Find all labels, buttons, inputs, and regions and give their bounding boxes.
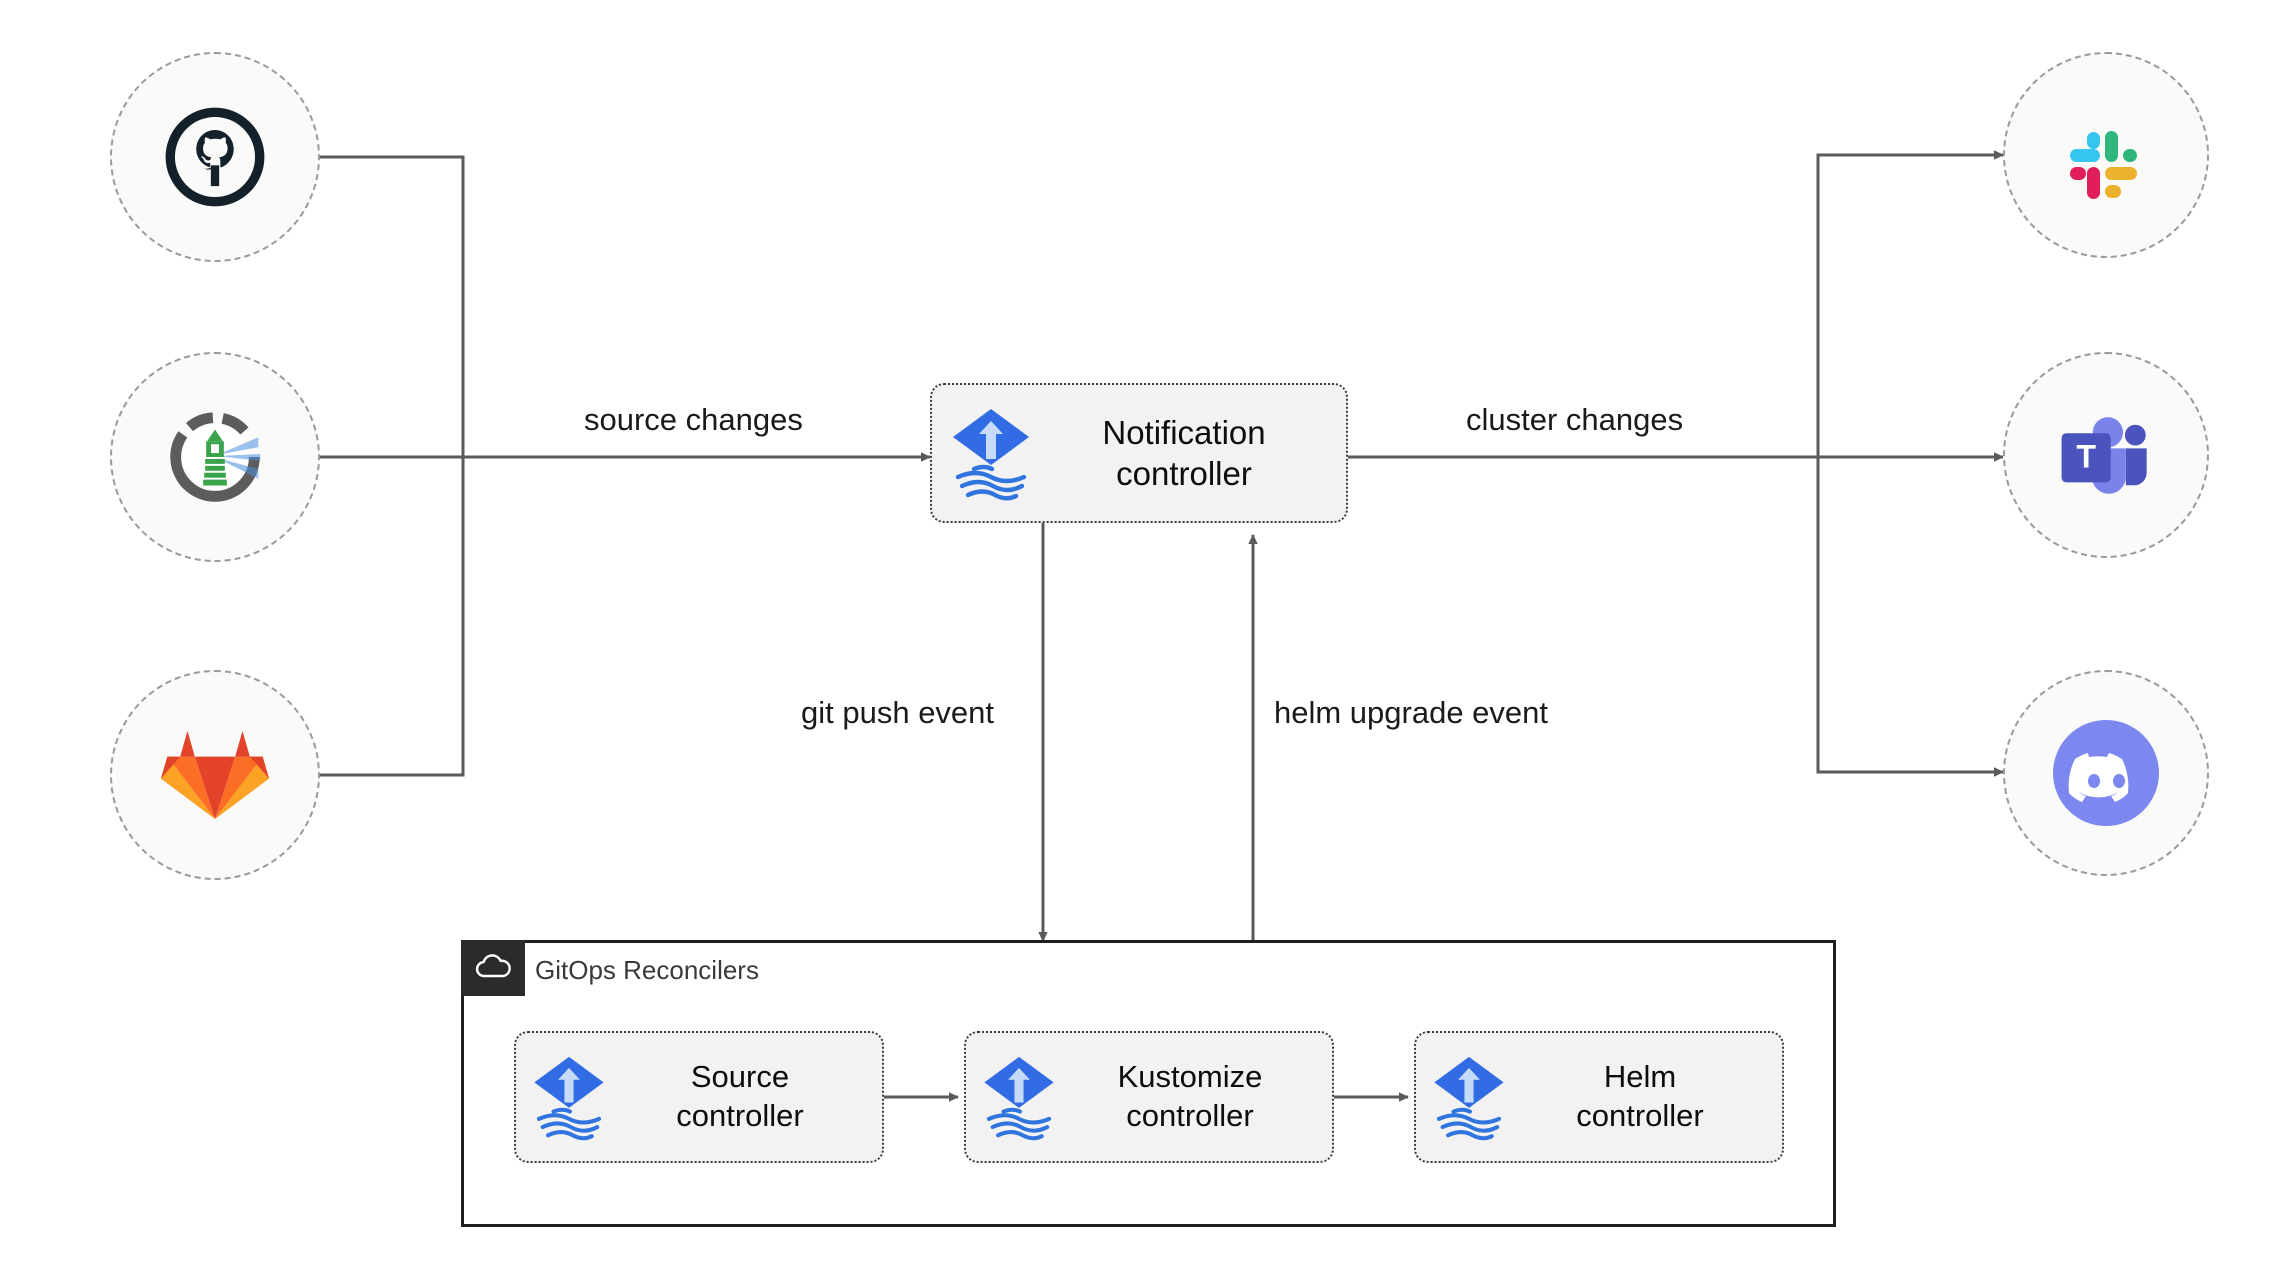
gitlab-icon [160,731,270,819]
flux-logo-icon [1428,1051,1510,1143]
notification-controller-label: Notification controller [1102,413,1266,492]
slack-icon [2070,131,2137,199]
flux-logo-icon [528,1051,610,1143]
edge-label-helm-upgrade-event: helm upgrade event [1268,695,1555,731]
flux-logo-icon [978,1051,1060,1143]
cloud-icon [475,954,511,978]
destination-node-discord[interactable] [2003,670,2209,876]
source-controller-label: Source controller [676,1059,804,1133]
edge-label-source-changes: source changes [578,402,809,438]
source-node-gitlab[interactable] [110,670,320,880]
kustomize-controller-label: Kustomize controller [1117,1059,1263,1133]
container-title: GitOps Reconcilers [535,955,759,985]
edge-to-slack [1816,150,2004,457]
svg-text:T: T [2076,438,2096,474]
flux-logo-icon [946,403,1036,503]
notification-controller-node[interactable]: Notification controller [930,383,1348,523]
microsoft-teams-icon: T [2061,417,2147,494]
helm-controller-label: Helm controller [1576,1059,1704,1133]
source-controller-node[interactable]: Source controller [514,1031,884,1163]
discord-icon [2053,720,2159,826]
edge-label-cluster-changes: cluster changes [1460,402,1690,438]
destination-node-teams[interactable]: T [2003,352,2209,558]
source-node-github[interactable] [110,52,320,262]
github-icon [165,107,265,207]
destination-node-slack[interactable] [2003,52,2209,258]
edge-label-git-push-event: git push event [795,695,1001,731]
flux-lighthouse-icon [170,412,261,502]
helm-controller-node[interactable]: Helm controller [1414,1031,1784,1163]
edge-to-discord [1816,457,2004,777]
kustomize-controller-node[interactable]: Kustomize controller [964,1031,1334,1163]
container-icon-tab [461,940,525,996]
source-node-flux[interactable] [110,352,320,562]
